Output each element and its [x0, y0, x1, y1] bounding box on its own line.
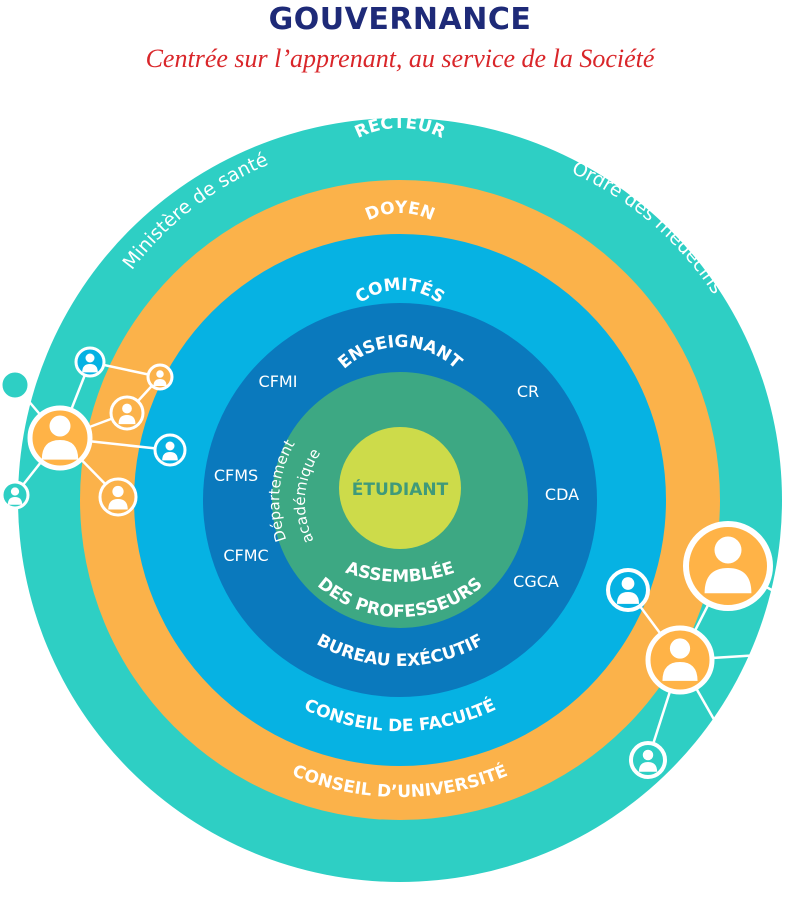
network-right-nodes — [606, 521, 773, 779]
label-etudiant: ÉTUDIANT — [352, 478, 449, 500]
network-left-nodes — [0, 346, 187, 517]
committee-cfmc: CFMC — [223, 546, 268, 565]
committee-cfmi: CFMI — [259, 372, 298, 391]
committee-cfms: CFMS — [214, 466, 258, 485]
committee-cda: CDA — [545, 485, 579, 504]
core-etudiant — [339, 427, 461, 549]
label-societe: SOCIÉTÉ — [357, 0, 444, 13]
page-title: GOUVERNANCE — [268, 2, 532, 37]
committee-cr: CR — [517, 382, 539, 401]
page-subtitle: Centrée sur l’apprenant, au service de l… — [145, 44, 655, 73]
committee-cgca: CGCA — [513, 572, 559, 591]
